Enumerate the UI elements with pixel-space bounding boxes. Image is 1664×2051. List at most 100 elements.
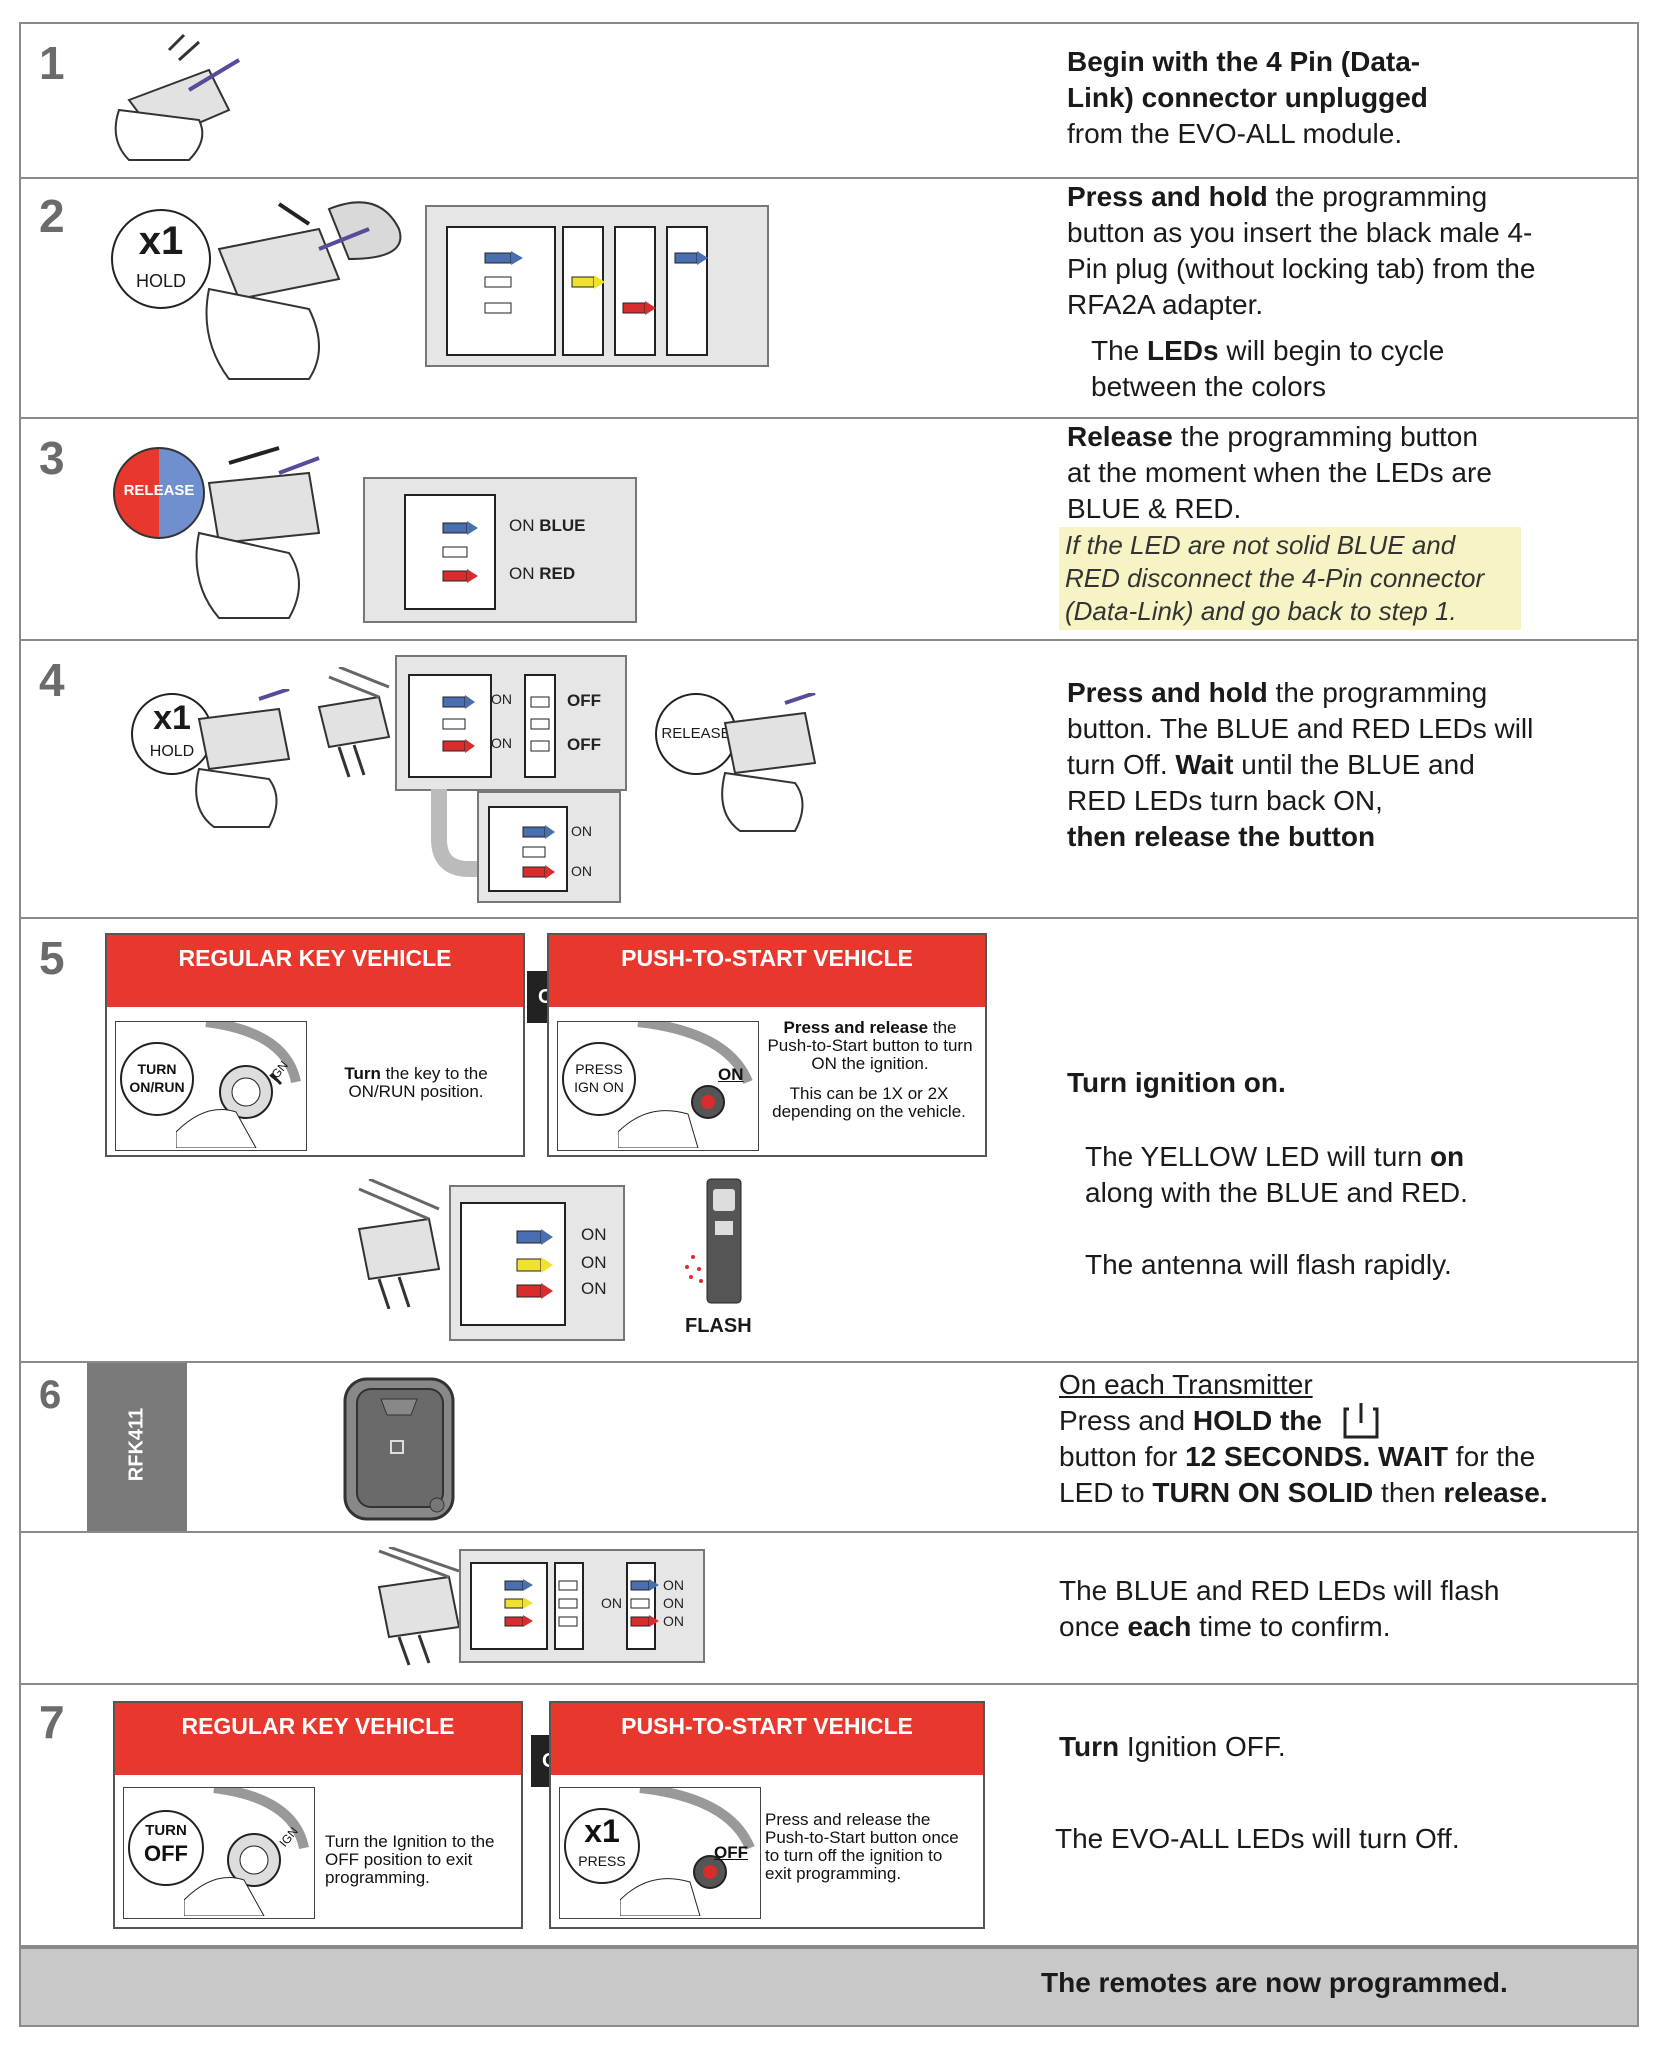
ignition-key-graphic bbox=[176, 1022, 301, 1148]
step-1-text: Begin with the 4 Pin (Data-Link) connect… bbox=[1067, 44, 1467, 152]
push-to-start-off-instruction: Press and release the Push-to-Start butt… bbox=[765, 1810, 959, 1883]
push-button-illustration: PRESS IGN ON ON bbox=[557, 1021, 759, 1151]
step-number: 1 bbox=[39, 37, 65, 89]
l3-pre: LED to bbox=[1059, 1477, 1153, 1508]
step-6-line-3: LED to TURN ON SOLID then release. bbox=[1059, 1475, 1599, 1511]
step-2-subtext: The LEDs will begin to cycle between the… bbox=[1091, 333, 1511, 405]
step-4-text: Press and hold the programming button. T… bbox=[1067, 675, 1537, 855]
step-4-rest-1: the programming button. The BLUE and RED… bbox=[1067, 677, 1534, 780]
power-button-icon bbox=[1343, 1403, 1379, 1439]
off-label: OFF bbox=[144, 1841, 188, 1866]
step-6-confirm-row: ON ON ON ON The BLUE and RED LEDs will f… bbox=[19, 1533, 1639, 1685]
release-badge: RELEASE bbox=[655, 693, 737, 775]
yellow-pre: The bbox=[1085, 1141, 1141, 1172]
led-cycle-diagram bbox=[446, 226, 708, 356]
regular-key-off-instruction: Turn the Ignition to the OFF position to… bbox=[325, 1832, 495, 1887]
hand-release-illustration bbox=[721, 693, 817, 832]
step-4-rest-2: until the BLUE and RED LEDs turn back ON… bbox=[1067, 749, 1475, 816]
yellow-mid: LED will turn bbox=[1257, 1141, 1430, 1172]
hold-count: x1 bbox=[153, 699, 191, 737]
step-3-text: Release the programming button at the mo… bbox=[1067, 419, 1507, 527]
led-on-red: ON bbox=[581, 1279, 607, 1298]
step-2-text: Press and hold the programming button as… bbox=[1067, 179, 1537, 323]
led-on-top: ON bbox=[491, 691, 512, 707]
press-badge: x1 PRESS bbox=[564, 1808, 640, 1884]
confirm-bold: each bbox=[1127, 1611, 1192, 1642]
l3-end: release. bbox=[1443, 1477, 1548, 1508]
push-rest: the Push-to-Start button to turn ON the … bbox=[767, 1018, 973, 1073]
step-3-rest: the programming button at the moment whe… bbox=[1067, 421, 1492, 524]
led-on-blue: ON bbox=[663, 1577, 684, 1593]
regular-key-off-card: REGULAR KEY VEHICLE TURN OFF IGN Turn th… bbox=[113, 1701, 523, 1929]
leds-rest: LEDs will turn Off. bbox=[1228, 1823, 1460, 1854]
step-5-main-text: Turn ignition on. bbox=[1067, 1067, 1286, 1098]
step-number: 2 bbox=[39, 190, 65, 242]
press-badge: PRESS IGN ON bbox=[562, 1042, 636, 1116]
yellow-word: YELLOW bbox=[1140, 1141, 1258, 1172]
led-on-bottom: ON bbox=[491, 735, 512, 751]
hold-badge: x1 HOLD bbox=[131, 693, 213, 775]
hand-release-illustration bbox=[195, 446, 321, 619]
model-label: RFK411 bbox=[125, 1407, 148, 1482]
regular-key-title: REGULAR KEY VEHICLE bbox=[115, 1703, 521, 1775]
regular-key-title: REGULAR KEY VEHICLE bbox=[107, 935, 523, 1007]
push-to-start-title: PUSH-TO-START VEHICLE bbox=[551, 1703, 983, 1775]
led-on-red: ON bbox=[663, 1613, 684, 1629]
led-on-yellow: ON bbox=[581, 1253, 607, 1272]
led-all-on-panel: ON ON ON bbox=[449, 1185, 625, 1341]
key-turn-illustration: TURN ON/RUN IGN bbox=[115, 1021, 307, 1151]
module-illustration bbox=[317, 667, 391, 778]
push-to-start-card: PUSH-TO-START VEHICLE PRESS IGN ON ON Pr… bbox=[547, 933, 987, 1157]
step-number: 7 bbox=[39, 1696, 65, 1748]
push-to-start-note: This can be 1X or 2X depending on the ve… bbox=[772, 1084, 966, 1121]
step-number: 6 bbox=[39, 1373, 62, 1417]
led-off-bottom: OFF bbox=[567, 735, 601, 754]
completion-text: The remotes are now programmed. bbox=[1041, 1967, 1508, 1998]
led-label-red: ON RED bbox=[509, 564, 575, 584]
release-label: RELEASE bbox=[661, 725, 731, 742]
step-3-warning-note: If the LED are not solid BLUE and RED di… bbox=[1059, 527, 1521, 630]
l1-pre: Press and bbox=[1059, 1405, 1193, 1436]
led-off-top: OFF bbox=[567, 691, 601, 710]
start-button-graphic bbox=[620, 1788, 755, 1916]
led-on-diagram bbox=[404, 494, 496, 610]
confirm-rest: time to confirm. bbox=[1191, 1611, 1391, 1642]
step-5-row: 5 REGULAR KEY VEHICLE TURN ON/RUN IGN Tu… bbox=[19, 919, 1639, 1363]
flash-label: FLASH bbox=[685, 1315, 752, 1337]
l3-bold: TURN ON SOLID bbox=[1152, 1477, 1374, 1508]
step-6-line-1: Press and HOLD the bbox=[1059, 1403, 1599, 1439]
led-all-on-diagram bbox=[460, 1202, 566, 1326]
step-4-row: 4 x1 HOLD ON ON OFF OFF bbox=[19, 641, 1639, 919]
led-on-bottom: ON bbox=[571, 863, 592, 879]
step-7-rest: Ignition OFF. bbox=[1119, 1731, 1286, 1762]
push-to-start-off-card: PUSH-TO-START VEHICLE x1 PRESS OFF Press… bbox=[549, 1701, 985, 1929]
push-to-start-instruction: Press and release the Push-to-Start butt… bbox=[765, 1019, 975, 1073]
led-flash-panel: ON ON ON ON bbox=[459, 1549, 705, 1663]
step-1-bold: Begin with the 4 Pin (Data-Link) connect… bbox=[1067, 46, 1428, 113]
hold-label: HOLD bbox=[149, 743, 195, 760]
step-4-bold-2: Wait bbox=[1175, 749, 1234, 780]
hold-count: x1 bbox=[138, 219, 184, 263]
l3-mid: then bbox=[1373, 1477, 1444, 1508]
turn-label: TURN ON/RUN bbox=[129, 1061, 185, 1095]
step-number: 5 bbox=[39, 932, 65, 984]
hand-hold-illustration bbox=[195, 689, 291, 828]
yellow-on: on bbox=[1429, 1141, 1465, 1172]
step-number: 3 bbox=[39, 432, 65, 484]
release-badge: RELEASE bbox=[113, 447, 205, 539]
press-count: x1 bbox=[584, 1813, 620, 1849]
regular-key-instruction: Turn the key to the ON/RUN position. bbox=[331, 1065, 501, 1101]
step-4-bold-1: Press and hold bbox=[1067, 677, 1268, 708]
step-1-row: 1 Begin with the 4 Pin (Data-Link) conne… bbox=[19, 22, 1639, 179]
push-bold: Press and release bbox=[783, 1018, 929, 1037]
step-3-row: 3 RELEASE ON BLUE ON RED Release the pro… bbox=[19, 419, 1639, 641]
l1-bold: HOLD the bbox=[1192, 1405, 1322, 1436]
led-back-on-diagram bbox=[488, 806, 568, 892]
push-on-label: ON bbox=[718, 1065, 744, 1084]
led-off-panel: ON ON OFF OFF bbox=[395, 655, 627, 791]
led-on-middle: ON bbox=[601, 1595, 622, 1611]
led-off-diagram bbox=[408, 674, 556, 778]
l2-pre: button for bbox=[1059, 1441, 1186, 1472]
step-1-rest: from the EVO-ALL module. bbox=[1067, 118, 1403, 149]
l2-rest: for the bbox=[1448, 1441, 1536, 1472]
